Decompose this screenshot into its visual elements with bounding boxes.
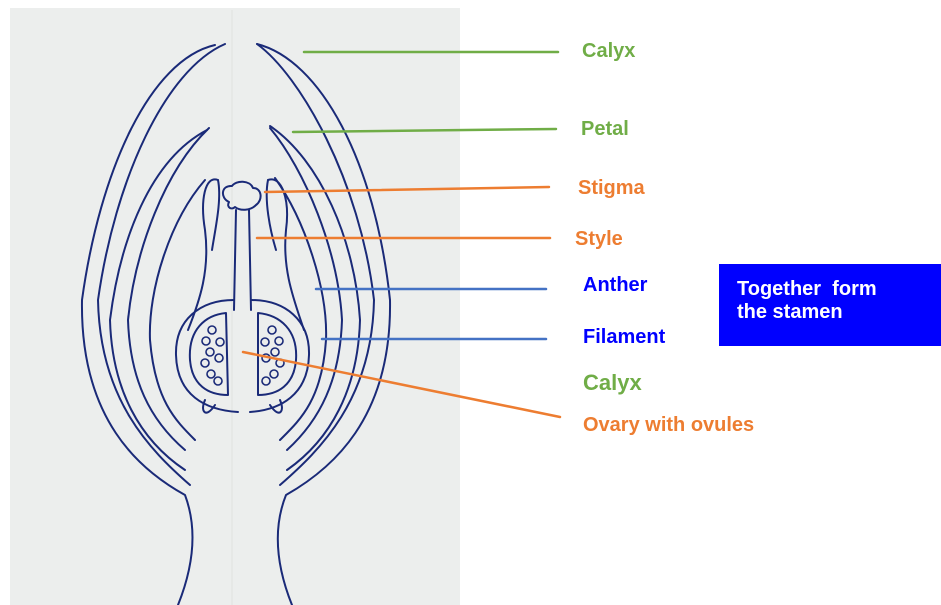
stamen-callout: Together form the stamen (719, 264, 941, 346)
label-style: Style (575, 228, 623, 250)
label-calyx-top: Calyx (582, 40, 635, 62)
stamen-callout-line2: the stamen (737, 301, 933, 324)
stamen-callout-line1: Together form (737, 278, 933, 301)
label-petal: Petal (581, 118, 629, 140)
label-calyx-bottom: Calyx (583, 372, 642, 394)
label-ovary: Ovary with ovules (583, 414, 754, 436)
label-filament: Filament (583, 326, 665, 348)
label-anther: Anther (583, 274, 647, 296)
label-stigma: Stigma (578, 177, 645, 199)
